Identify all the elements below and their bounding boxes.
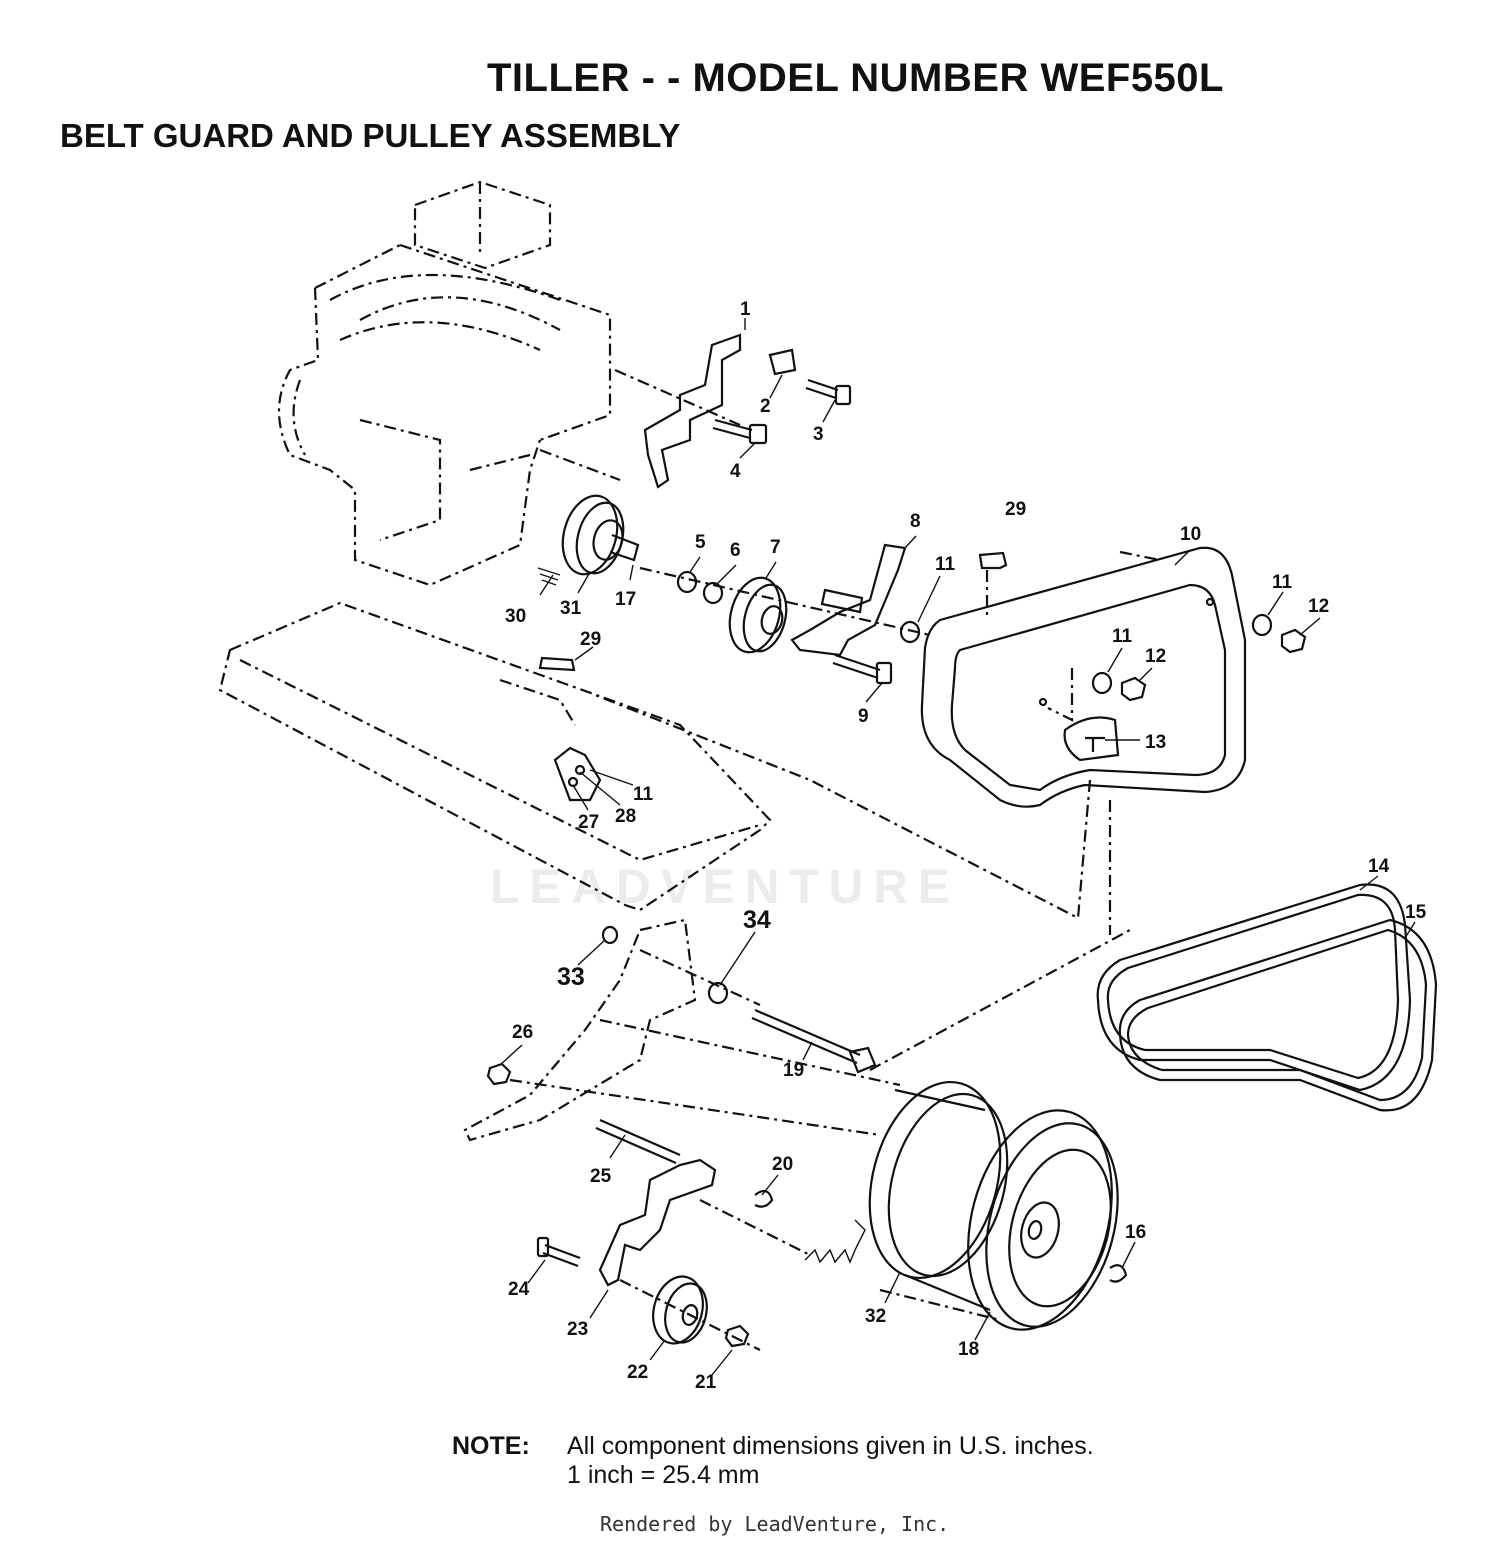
callout-31: 31	[560, 598, 582, 619]
callout-1: 1	[740, 299, 751, 320]
callout-19: 19	[783, 1060, 804, 1081]
note-line-1: All component dimensions given in U.S. i…	[567, 1432, 1094, 1460]
note-line-2: 1 inch = 25.4 mm	[567, 1461, 760, 1489]
callout-22: 22	[627, 1362, 648, 1383]
callout-11: 11	[1112, 626, 1133, 647]
clip-29-upper	[978, 551, 1008, 570]
diagram-title: TILLER - - MODEL NUMBER WEF550L	[487, 56, 1224, 100]
callout-5: 5	[695, 532, 706, 553]
callout-8: 8	[910, 511, 921, 532]
idler-arm-8	[790, 543, 907, 685]
callout-4: 4	[730, 461, 741, 482]
idler-pulley-7	[676, 570, 788, 654]
callout-12: 12	[1145, 646, 1166, 667]
leader-lines	[499, 318, 1416, 1376]
callout-13: 13	[1145, 732, 1166, 753]
callout-33: 33	[557, 963, 585, 991]
callout-25: 25	[590, 1166, 612, 1187]
callout-23: 23	[567, 1319, 588, 1340]
render-credit: Rendered by LeadVenture, Inc.	[600, 1512, 950, 1536]
callout-28: 28	[615, 806, 636, 827]
callout-29: 29	[1005, 499, 1026, 520]
guard-fasteners	[899, 613, 1307, 702]
callout-14: 14	[1368, 856, 1390, 877]
callout-16: 16	[1125, 1222, 1146, 1243]
callout-34: 34	[743, 906, 771, 934]
callout-11: 11	[633, 784, 654, 805]
idler-bracket-23	[536, 1158, 866, 1348]
assembly-lines	[509, 550, 1161, 1351]
callout-30: 30	[505, 606, 526, 627]
callout-7: 7	[770, 537, 781, 558]
belt-guard-10	[920, 546, 1247, 808]
callout-26: 26	[512, 1022, 533, 1043]
callout-32: 32	[865, 1306, 886, 1327]
callout-15: 15	[1405, 902, 1427, 923]
watermark: LEADVENTURE	[490, 861, 961, 914]
callout-2: 2	[760, 396, 771, 417]
callout-3: 3	[813, 424, 824, 445]
tine-shield	[218, 601, 772, 912]
shaft-19	[707, 981, 877, 1074]
frame-plate	[463, 918, 697, 1142]
callout-27: 27	[578, 812, 599, 833]
engine-pulley-31	[537, 494, 640, 586]
callout-labels: 1 2 3 4 5 6 7 8 9 10 11 11 11 11 12 12 1…	[505, 299, 1427, 1393]
callout-9: 9	[858, 706, 869, 727]
callout-6: 6	[730, 540, 741, 561]
callout-21: 21	[695, 1372, 717, 1393]
bracket-1	[643, 333, 852, 489]
drive-belts	[1096, 883, 1438, 1112]
callout-20: 20	[772, 1154, 793, 1175]
callout-11: 11	[1272, 572, 1293, 593]
callout-10: 10	[1180, 524, 1201, 545]
shaft-25	[595, 1118, 681, 1165]
clip-29-lower	[538, 656, 576, 672]
callout-17: 17	[615, 589, 636, 610]
callout-24: 24	[508, 1279, 530, 1300]
callout-11: 11	[935, 554, 956, 575]
callout-12: 12	[1308, 596, 1329, 617]
engine-outline	[277, 180, 741, 587]
assembly-subtitle: BELT GUARD AND PULLEY ASSEMBLY	[60, 117, 681, 154]
main-pulleys	[868, 1080, 1128, 1331]
callout-18: 18	[958, 1339, 979, 1360]
note-label: NOTE:	[452, 1432, 530, 1460]
callout-29: 29	[580, 629, 601, 650]
